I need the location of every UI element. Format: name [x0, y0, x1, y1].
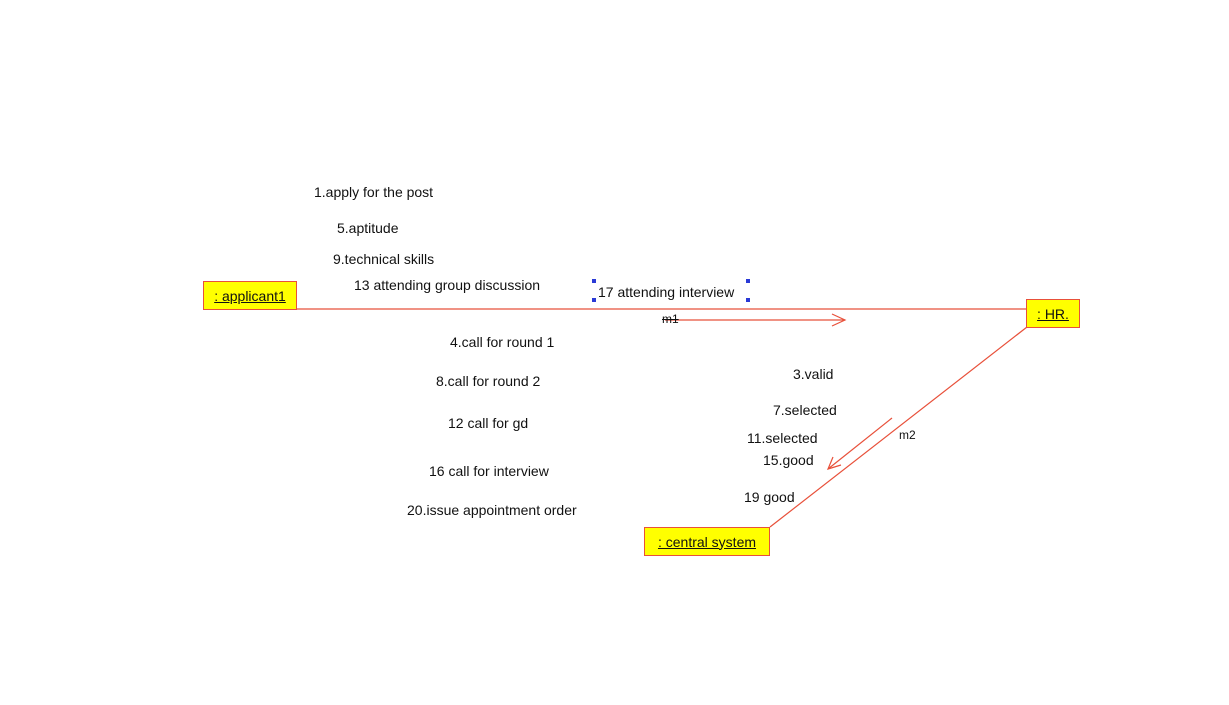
message-label[interactable]: 16 call for interview [429, 463, 549, 479]
message-label[interactable]: 8.call for round 2 [436, 373, 541, 389]
message-label[interactable]: 20.issue appointment order [407, 502, 577, 518]
link-hr-central[interactable] [769, 326, 1028, 528]
selection-handle[interactable] [592, 279, 596, 283]
message-label[interactable]: 3.valid [793, 366, 834, 382]
object-hr[interactable]: : HR. [1026, 299, 1080, 328]
message-label[interactable]: 7.selected [773, 402, 837, 418]
message-arrow-m2[interactable] [826, 417, 893, 470]
message-label[interactable]: 1.apply for the post [314, 184, 434, 200]
message-label[interactable]: 4.call for round 1 [450, 334, 555, 350]
message-label[interactable]: 11.selected [747, 430, 818, 446]
object-applicant[interactable]: : applicant1 [203, 281, 297, 310]
link-label-m1: m1 [662, 312, 679, 326]
message-label-selected[interactable]: 17 attending interview [598, 284, 735, 300]
selection-handle[interactable] [592, 298, 596, 302]
object-central-system[interactable]: : central system [644, 527, 770, 556]
selection-handle[interactable] [746, 298, 750, 302]
message-label[interactable]: 12 call for gd [448, 415, 529, 431]
selection-handle[interactable] [746, 279, 750, 283]
message-arrow-m1[interactable] [665, 313, 847, 327]
message-label[interactable]: 9.technical skills [333, 251, 435, 267]
message-label[interactable]: 15.good [763, 452, 814, 468]
message-label[interactable]: 5.aptitude [337, 220, 399, 236]
link-label-m2: m2 [899, 428, 916, 442]
message-label[interactable]: 13 attending group discussion [354, 277, 541, 293]
message-label[interactable]: 19 good [744, 489, 795, 505]
